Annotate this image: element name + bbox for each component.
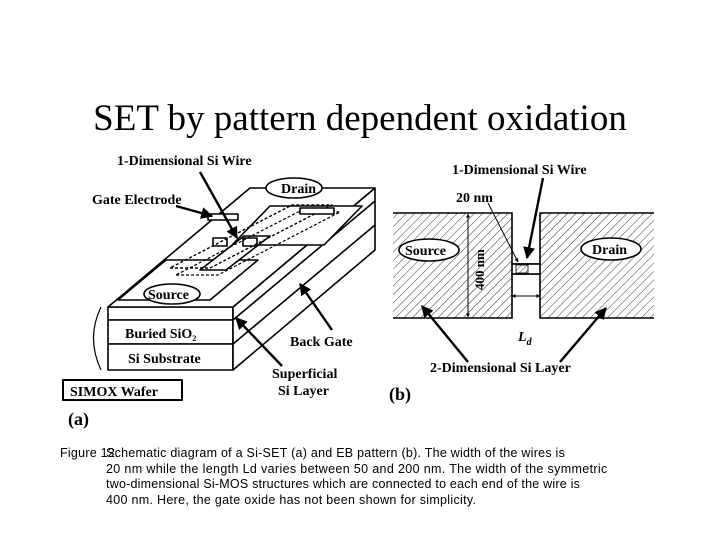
length-subscript: d [527, 337, 533, 348]
label-wire-b: 1-Dimensional Si Wire [452, 163, 587, 178]
label-length: Ld [517, 330, 533, 348]
gate-strip-right [299, 207, 335, 215]
layer-arrow-right [559, 307, 607, 363]
label-gate-electrode: Gate Electrode [92, 193, 182, 208]
wire-block-right [242, 237, 258, 247]
label-superficial: Superficial [272, 367, 337, 382]
label-height: 400 nm [472, 249, 487, 290]
figure-caption: Figure 12.Schematic diagram of a Si-SET … [60, 446, 660, 508]
label-si-layer: Si Layer [278, 384, 329, 399]
side-layer-line-1 [232, 200, 376, 321]
panel-a-letter: (a) [68, 409, 89, 430]
label-source-b: Source [405, 244, 446, 259]
wire-arrow-b [523, 177, 545, 260]
panel-b-pattern [393, 202, 654, 319]
source-oval-b [398, 238, 460, 262]
source-oval-a [143, 283, 201, 305]
label-back-gate: Back Gate [290, 335, 353, 350]
label-substrate: Si Substrate [128, 352, 201, 367]
length-symbol: L [517, 330, 527, 345]
label-2d-layer: 2-Dimensional Si Layer [430, 361, 571, 376]
caption-line-3: two-dimensional Si-MOS structures which … [106, 477, 581, 492]
panel-a-device [62, 177, 376, 401]
panel-b-labels: 1-Dimensional Si Wire 20 nm Source Drain… [389, 163, 627, 405]
width-leader [487, 202, 519, 263]
label-wire-a: 1-Dimensional Si Wire [117, 154, 252, 169]
slide-title: SET by pattern dependent oxidation [93, 97, 627, 139]
wire-block-left [212, 237, 228, 247]
superficial-si-layer-front [107, 306, 234, 321]
drain-region [526, 213, 654, 318]
wire-region [515, 264, 529, 274]
panel-a-labels: 1-Dimensional Si Wire Gate Electrode Dra… [68, 154, 353, 430]
label-drain-a: Drain [281, 182, 316, 197]
drain-oval-a [265, 177, 323, 199]
wire-arrow-a [198, 171, 239, 240]
drain-oval-b [580, 237, 642, 261]
label-width: 20 nm [456, 191, 493, 206]
caption-line-1: Figure 12.Schematic diagram of a Si-SET … [60, 446, 660, 462]
gate-electrode-outline-inner [175, 211, 341, 276]
gate-electrode-outline [169, 204, 333, 269]
label-simox-wafer: SIMOX Wafer [70, 385, 158, 400]
gate-arrow-a [175, 204, 214, 219]
label-source-a: Source [148, 288, 189, 303]
back-gate-arrow [299, 283, 333, 331]
layer-arrow-left [421, 305, 469, 363]
panel-b-letter: (b) [389, 384, 411, 405]
panel-a-arrows [175, 171, 333, 367]
caption-line-2: 20 nm while the length Ld varies between… [106, 461, 608, 476]
caption-line-4: 400 nm. Here, the gate oxide has not bee… [106, 492, 477, 507]
label-drain-b: Drain [592, 243, 627, 258]
label-buried-oxide: Buried SiO₂ [125, 327, 197, 342]
caption-label: Figure 12. [60, 446, 119, 460]
simox-wafer-box [62, 379, 183, 401]
superficial-arrow [235, 317, 283, 367]
wafer-bracket [92, 306, 102, 371]
caption-text-1: Schematic diagram of a Si-SET (a) and EB… [106, 446, 566, 460]
panel-b-arrows [421, 177, 607, 363]
